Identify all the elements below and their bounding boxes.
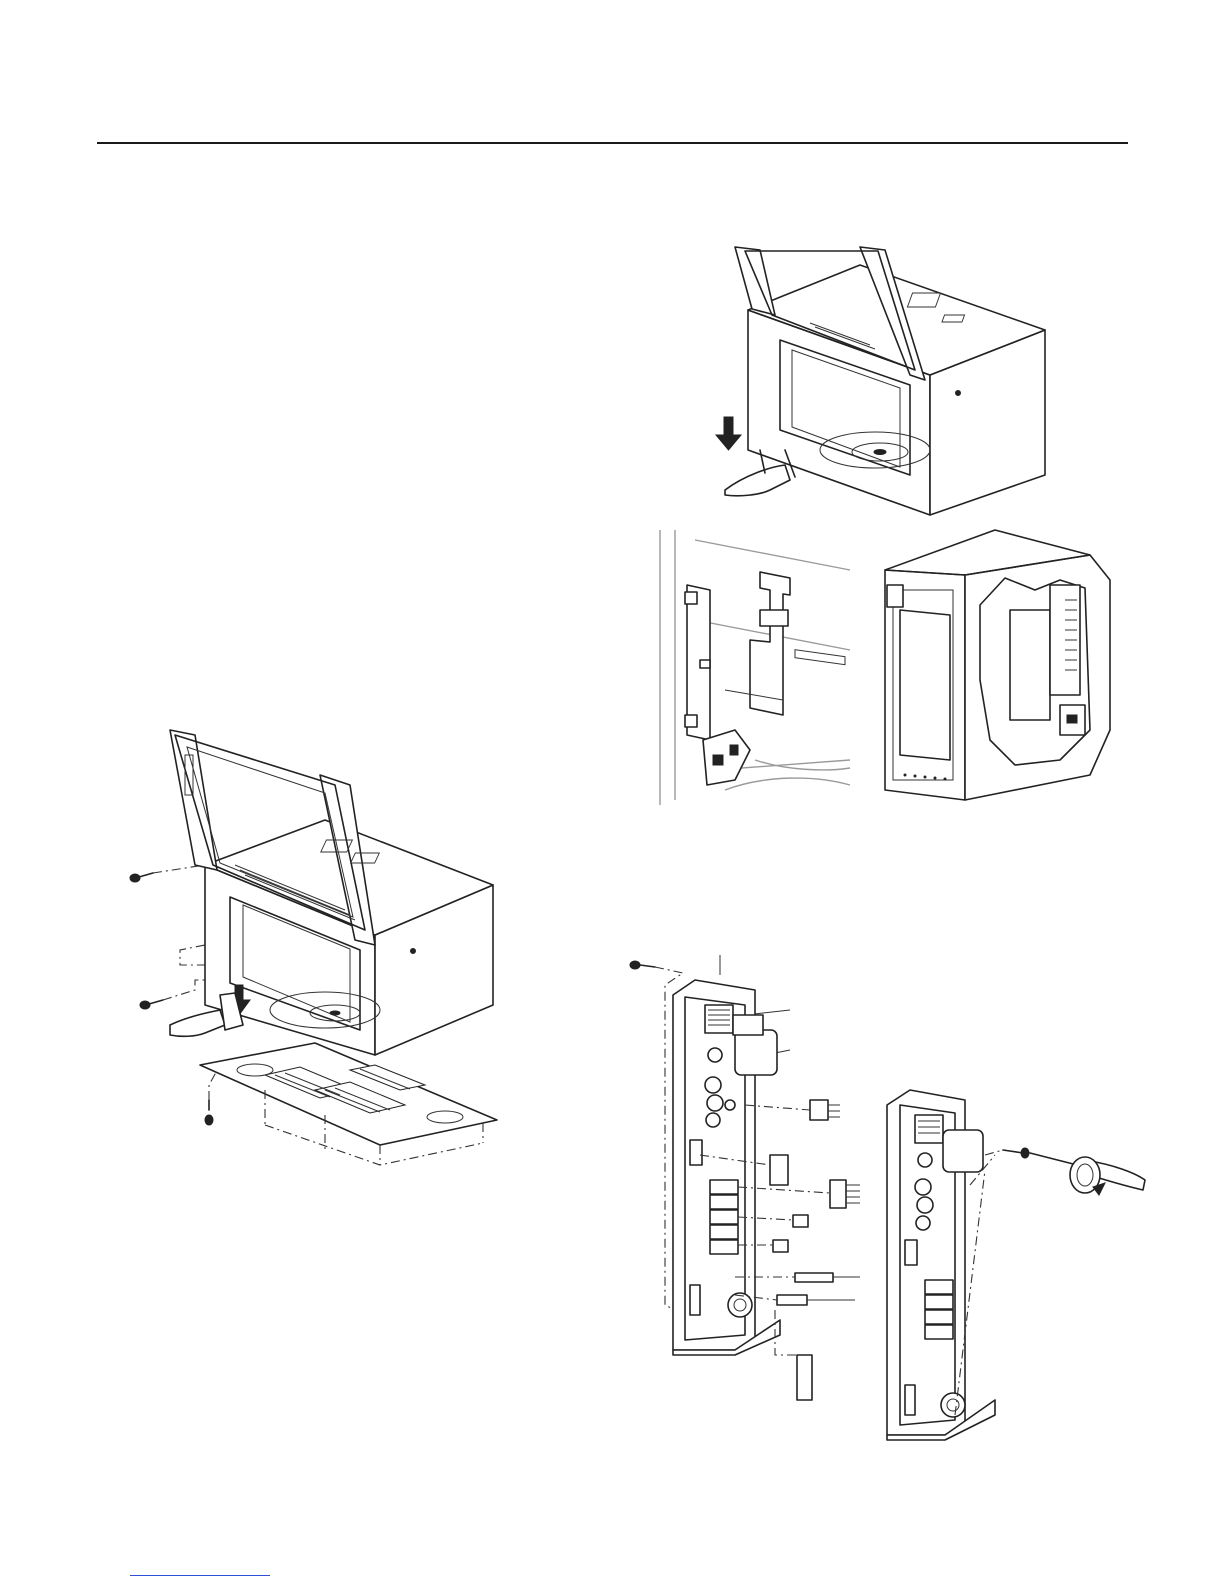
footer-link-underline[interactable]: [130, 1575, 270, 1576]
figure-microwave-bottom-plate: [125, 725, 515, 1175]
screw-icon: [630, 961, 655, 969]
figure-control-bracket-left: [655, 530, 855, 810]
connector-group: [770, 1100, 860, 1400]
figure-microwave-pull-down: [700, 245, 1060, 520]
screw-icon: [1003, 1148, 1029, 1158]
down-arrow-icon: [716, 417, 741, 450]
screw-icon: [140, 1000, 163, 1009]
figure-control-bracket-right: [885, 530, 1115, 805]
figure-pcb-exploded: [625, 955, 1145, 1455]
header-rule: [97, 142, 1128, 144]
screw-icon: [130, 873, 153, 882]
screw-icon: [205, 1100, 213, 1125]
